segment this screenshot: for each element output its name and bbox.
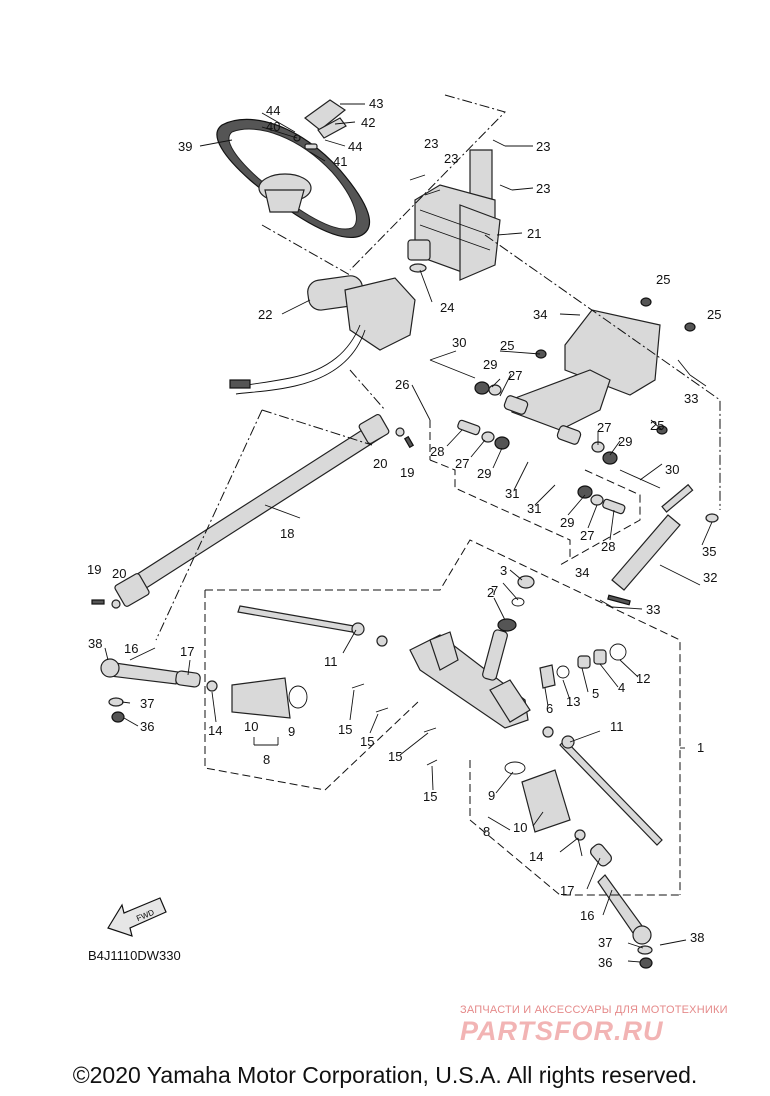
callout-29c: 29 bbox=[618, 434, 632, 449]
callout-32: 32 bbox=[703, 570, 717, 585]
column-bolts-23 bbox=[409, 139, 513, 196]
damper-32 bbox=[607, 483, 719, 606]
callout-27d: 27 bbox=[580, 528, 594, 543]
callout-3: 3 bbox=[500, 563, 507, 578]
callout-29d: 29 bbox=[560, 515, 574, 530]
callout-40: 40 bbox=[266, 119, 280, 134]
callout-33a: 33 bbox=[684, 391, 698, 406]
callout-43: 43 bbox=[369, 96, 383, 111]
callout-5: 5 bbox=[592, 686, 599, 701]
callout-9a: 9 bbox=[288, 724, 295, 739]
group-outlines bbox=[155, 94, 721, 896]
callout-15d: 15 bbox=[423, 789, 437, 804]
callout-15b: 15 bbox=[360, 734, 374, 749]
rack-housing-1 bbox=[409, 575, 627, 729]
callout-34a: 34 bbox=[533, 307, 547, 322]
callout-42: 42 bbox=[361, 115, 375, 130]
callout-23b: 23 bbox=[444, 151, 458, 166]
callout-20a: 20 bbox=[112, 566, 126, 581]
callout-10a: 10 bbox=[244, 719, 258, 734]
steering-column-21 bbox=[407, 149, 501, 281]
callout-31b: 31 bbox=[527, 501, 541, 516]
boots-10 bbox=[231, 677, 571, 833]
callout-28a: 28 bbox=[430, 444, 444, 459]
callout-30b: 30 bbox=[665, 462, 679, 477]
callout-37b: 37 bbox=[598, 935, 612, 950]
tie-rod-ends-16 bbox=[100, 658, 653, 969]
callout-23d: 23 bbox=[536, 181, 550, 196]
callout-13: 13 bbox=[566, 694, 580, 709]
callout-18: 18 bbox=[280, 526, 294, 541]
callout-1: 1 bbox=[697, 740, 704, 755]
callout-20b: 20 bbox=[373, 456, 387, 471]
callout-44b: 44 bbox=[348, 139, 362, 154]
callout-6: 6 bbox=[546, 701, 553, 716]
eps-motor-unit-22 bbox=[229, 275, 416, 395]
callout-11a: 11 bbox=[324, 654, 338, 669]
mount-bolts-15 bbox=[351, 683, 438, 766]
callout-22: 22 bbox=[258, 307, 272, 322]
callout-31a: 31 bbox=[505, 486, 519, 501]
tie-rods-11 bbox=[237, 605, 663, 846]
callout-19a: 19 bbox=[87, 562, 101, 577]
callout-2: 2 bbox=[487, 585, 494, 600]
callout-16b: 16 bbox=[580, 908, 594, 923]
callout-14b: 14 bbox=[529, 849, 543, 864]
callout-30a: 30 bbox=[452, 335, 466, 350]
callout-28b: 28 bbox=[601, 539, 615, 554]
intermediate-shaft-18 bbox=[91, 413, 415, 609]
callout-4: 4 bbox=[618, 680, 625, 695]
callout-11b: 11 bbox=[610, 719, 624, 734]
callout-33b: 33 bbox=[646, 602, 660, 617]
callout-17b: 17 bbox=[560, 883, 574, 898]
callout-12: 12 bbox=[636, 671, 650, 686]
callout-9b: 9 bbox=[488, 788, 495, 803]
callout-21: 21 bbox=[527, 226, 541, 241]
callout-23c: 23 bbox=[536, 139, 550, 154]
leader-lines bbox=[104, 103, 713, 963]
callout-29a: 29 bbox=[483, 357, 497, 372]
callout-19b: 19 bbox=[400, 465, 414, 480]
callout-27c: 27 bbox=[597, 420, 611, 435]
callout-8a: 8 bbox=[263, 752, 270, 767]
callout-27a: 27 bbox=[508, 368, 522, 383]
callout-23a: 23 bbox=[424, 136, 438, 151]
callout-38b: 38 bbox=[690, 930, 704, 945]
callout-17a: 17 bbox=[180, 644, 194, 659]
callout-25a: 25 bbox=[656, 272, 670, 287]
callout-41: 41 bbox=[333, 154, 347, 169]
watermark-brand: PARTSFOR.RU bbox=[460, 1016, 664, 1046]
callout-29b: 29 bbox=[477, 466, 491, 481]
callout-36a: 36 bbox=[140, 719, 154, 734]
callout-44a: 44 bbox=[266, 103, 280, 118]
callout-36b: 36 bbox=[598, 955, 612, 970]
fwd-arrow-icon: FWD bbox=[107, 897, 167, 937]
steering-wheel-39 bbox=[216, 118, 370, 238]
callout-34b: 34 bbox=[575, 565, 589, 580]
callout-27b: 27 bbox=[455, 456, 469, 471]
callout-24: 24 bbox=[440, 300, 454, 315]
callout-25c: 25 bbox=[500, 338, 514, 353]
callout-15a: 15 bbox=[338, 722, 352, 737]
callout-26: 26 bbox=[395, 377, 409, 392]
copyright-notice: ©2020 Yamaha Motor Corporation, U.S.A. A… bbox=[72, 1062, 698, 1088]
callout-35: 35 bbox=[702, 544, 716, 559]
callout-25d: 25 bbox=[650, 418, 664, 433]
callout-8b: 8 bbox=[483, 824, 490, 839]
callout-15c: 15 bbox=[388, 749, 402, 764]
callout-numbers: 1 2 3 4 5 6 7 8 8 9 9 10 10 11 11 12 13 … bbox=[87, 96, 721, 970]
callout-10b: 10 bbox=[513, 820, 527, 835]
callout-37a: 37 bbox=[140, 696, 154, 711]
drawing-code: B4J1110DW330 bbox=[88, 948, 181, 963]
callout-38a: 38 bbox=[88, 636, 102, 651]
callout-7: 7 bbox=[491, 583, 498, 598]
watermark-tagline: ЗАПЧАСТИ И АКСЕССУАРЫ ДЛЯ МОТОТЕХНИКИ bbox=[460, 1004, 728, 1016]
callout-25b: 25 bbox=[707, 307, 721, 322]
callout-14a: 14 bbox=[208, 723, 222, 738]
callout-16a: 16 bbox=[124, 641, 138, 656]
callout-39: 39 bbox=[178, 139, 192, 154]
